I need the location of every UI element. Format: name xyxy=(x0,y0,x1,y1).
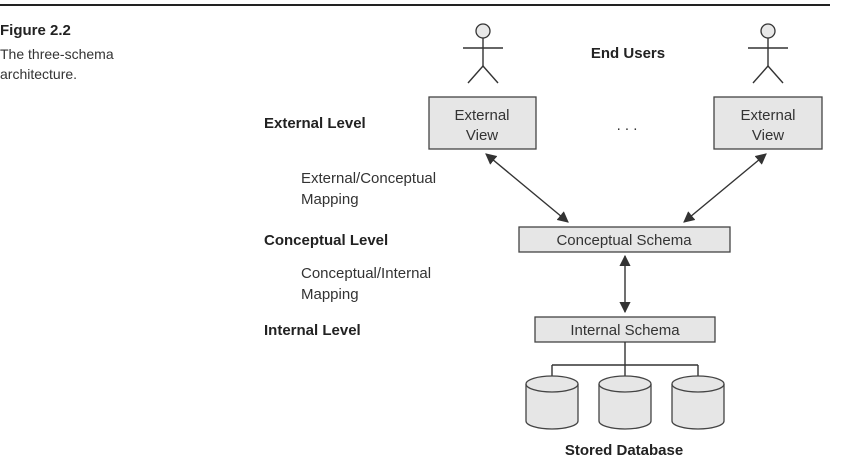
conceptual-schema-label: Conceptual Schema xyxy=(556,232,692,249)
conceptual-level-label: Conceptual Level xyxy=(264,232,388,249)
figure-caption: The three-schema architecture. xyxy=(0,46,114,82)
database-cylinder-3-icon xyxy=(671,375,725,430)
stored-database-label: Stored Database xyxy=(565,442,683,459)
arrow-right-external-to-conceptual xyxy=(683,153,767,223)
end-users-label: End Users xyxy=(591,45,665,62)
ext-conc-mapping-line1: External/Conceptual xyxy=(301,170,436,187)
user-figure-right-icon xyxy=(748,23,788,84)
internal-schema-box: Internal Schema xyxy=(534,316,716,343)
conceptual-schema-box: Conceptual Schema xyxy=(518,226,731,253)
external-view-left-box: External View xyxy=(428,96,537,150)
external-view-left-line2: View xyxy=(466,127,498,144)
database-cylinder-1-icon xyxy=(525,375,579,430)
external-view-right-line1: External xyxy=(740,107,795,124)
user-figure-left-icon xyxy=(463,23,503,84)
external-view-right-line2: View xyxy=(752,127,784,144)
top-rule xyxy=(0,4,830,6)
figure-title: Figure 2.2 xyxy=(0,22,71,39)
internal-level-label: Internal Level xyxy=(264,322,361,339)
external-level-label: External Level xyxy=(264,115,366,132)
external-view-left-line1: External xyxy=(454,107,509,124)
ext-conc-mapping-line2: Mapping xyxy=(301,191,359,208)
arrow-left-external-to-conceptual xyxy=(485,153,569,223)
conc-int-mapping-line2: Mapping xyxy=(301,286,359,303)
conc-int-mapping-line1: Conceptual/Internal xyxy=(301,265,431,282)
database-cylinder-2-icon xyxy=(598,375,652,430)
database-connector xyxy=(551,342,699,378)
external-view-right-box: External View xyxy=(713,96,823,150)
internal-schema-label: Internal Schema xyxy=(570,322,680,339)
ellipsis: . . . xyxy=(617,117,638,134)
